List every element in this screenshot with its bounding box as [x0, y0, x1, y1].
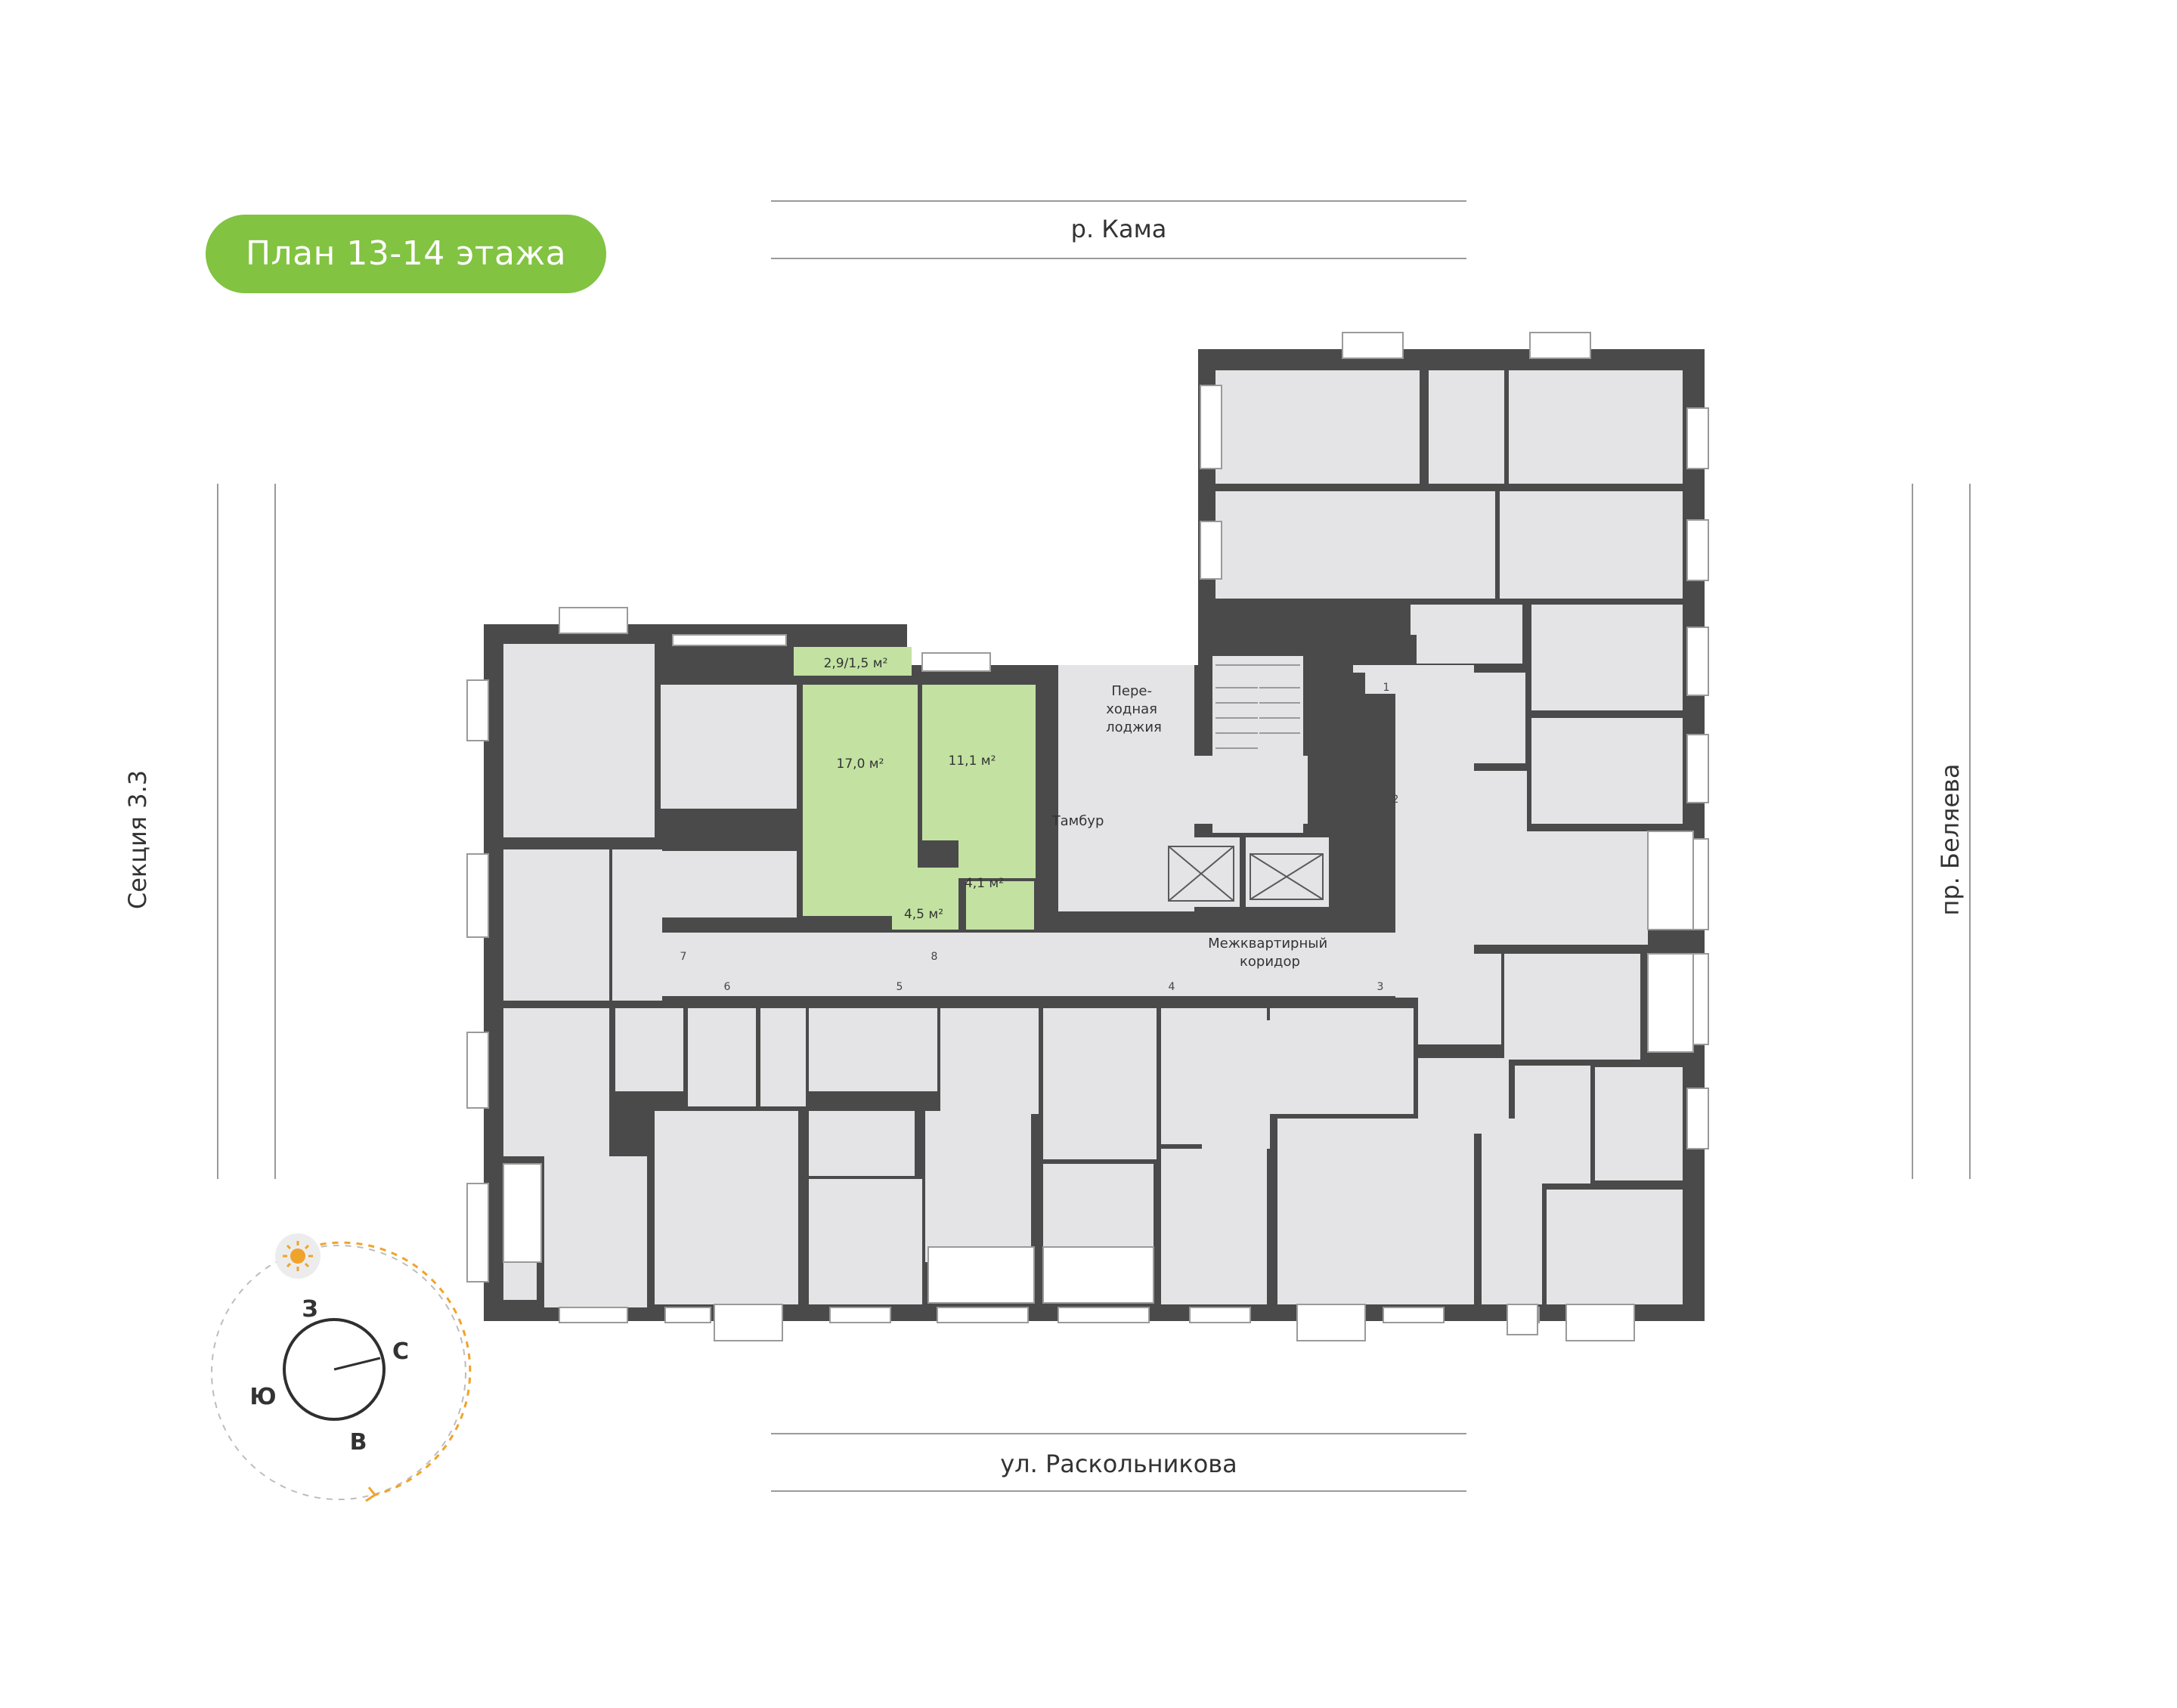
kitchen-area-label: 11,1 м² [949, 753, 996, 769]
corridor-line-1: Межквартирный [1208, 936, 1327, 951]
compass-dial-icon [283, 1318, 386, 1421]
selected-apartment[interactable] [794, 647, 1036, 930]
transition-loggia-line-2: ходная [1106, 701, 1157, 717]
door-numbers: 1 2 3 4 5 6 7 8 [680, 682, 1399, 993]
sun-path-arrow [365, 1487, 377, 1502]
street-label-top: р. Кама [1070, 215, 1167, 243]
compass-east-label: В [350, 1429, 367, 1456]
corridor-label: Межквартирный коридор [1208, 936, 1332, 970]
vestibule-label: Тамбур [1051, 813, 1104, 829]
sun-path-arc [308, 1241, 472, 1496]
floor-plan-title-badge: План 13-14 этажа [206, 215, 606, 293]
door-number-6: 6 [724, 981, 731, 993]
transition-loggia-line-3: лоджия [1106, 719, 1162, 735]
transition-loggia-line-1: Пере- [1111, 683, 1152, 699]
door-number-4: 4 [1169, 981, 1175, 993]
street-label-bottom: ул. Раскольникова [1000, 1450, 1237, 1478]
door-number-1: 1 [1383, 682, 1390, 694]
bathroom-area-label: 4,1 м² [965, 876, 1004, 891]
elevators [1168, 846, 1324, 902]
living-room-area-label: 17,0 м² [837, 757, 884, 772]
rooms [503, 370, 1683, 1307]
loggia-area-label: 2,9/1,5 м² [824, 656, 888, 671]
compass: З С Ю В [211, 1233, 472, 1502]
door-number-8: 8 [931, 951, 938, 963]
hallway-area-label: 4,5 м² [904, 907, 943, 922]
door-number-5: 5 [897, 981, 903, 993]
sun-path-background [211, 1245, 466, 1500]
compass-north-label: С [392, 1338, 409, 1365]
compass-west-label: З [302, 1296, 317, 1323]
transition-loggia-label: Пере- ходная лоджия [1106, 683, 1162, 735]
door-number-2: 2 [1392, 794, 1399, 806]
balconies [503, 332, 1694, 1341]
corridor-line-2: коридор [1240, 954, 1300, 970]
street-guide-lines [217, 200, 1971, 1492]
compass-south-label: Ю [249, 1384, 276, 1410]
door-number-3: 3 [1377, 981, 1384, 993]
sun-icon [283, 1241, 313, 1271]
staircase [1215, 664, 1300, 749]
door-number-7: 7 [680, 951, 687, 963]
